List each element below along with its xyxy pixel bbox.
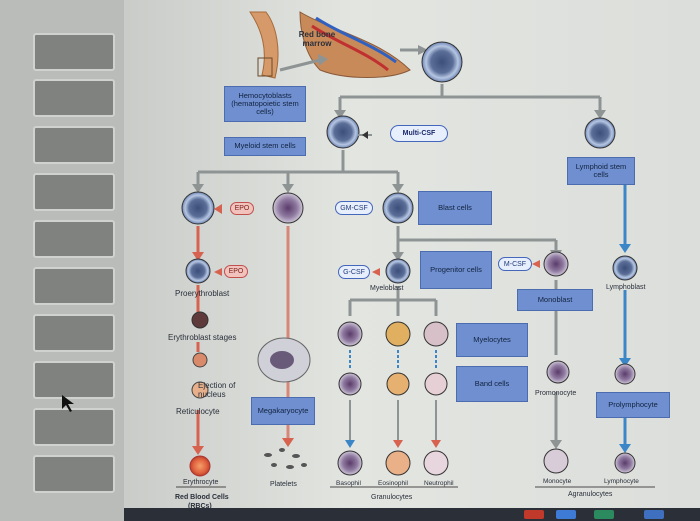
myeloblast-label: Myeloblast (370, 285, 404, 292)
monocyte-label: Monocyte (543, 478, 572, 485)
ejection-cell (191, 381, 209, 399)
epo-pill-1: EPO (230, 202, 254, 215)
eosinophil-band-cell (386, 372, 410, 396)
band-cells-box: Band cells (456, 366, 528, 402)
eosinophil-label: Eosinophil (378, 480, 408, 487)
blast-cells-box: Blast cells (418, 191, 492, 225)
mouse-cursor-icon (62, 395, 74, 412)
proerythroblast-label: Proerythroblast (175, 289, 230, 298)
proerythroblast-cell (185, 258, 211, 284)
epo-pill-2: EPO (224, 265, 248, 278)
erythroid-stem-cell (181, 191, 215, 225)
answer-slot-8[interactable] (33, 361, 115, 399)
g-csf-pill: G-CSF (338, 265, 370, 279)
eosinophil-myelocyte-cell (385, 321, 411, 347)
eosinophil-cell (385, 450, 411, 476)
agranulocytes-label: Agranulocytes (568, 491, 613, 498)
lymphocyte-label: Lymphocyte (604, 478, 639, 485)
megakaryoblast-cell (272, 192, 304, 224)
myeloid-progenitor-cell (382, 192, 414, 224)
bone-to-marrow-arrow (279, 58, 321, 72)
myeloid-stem-cells-box: Myeloid stem cells (224, 137, 306, 156)
m-csf-pill: M-CSF (498, 257, 532, 271)
erythroblast-cell-2 (192, 352, 208, 368)
neutrophil-band-cell (424, 372, 448, 396)
taskbar (124, 508, 700, 521)
lymphoid-stem-cells-box: Lymphoid stem cells (567, 157, 635, 185)
answer-slot-10[interactable] (33, 455, 115, 493)
taskbar-app-icon-3[interactable] (594, 510, 614, 519)
reticulocyte-label: Reticulocyte (176, 407, 220, 416)
neutrophil-label: Neutrophil (424, 480, 454, 487)
platelets-label: Platelets (270, 481, 297, 488)
answer-slot-7[interactable] (33, 314, 115, 352)
taskbar-app-icon-1[interactable] (524, 510, 544, 519)
prolymphocyte-box: Prolymphocyte (596, 392, 670, 418)
basophil-cell (337, 450, 363, 476)
neutrophil-myelocyte-cell (423, 321, 449, 347)
taskbar-app-icon-4[interactable] (644, 510, 664, 519)
rbcs-label: (RBCs) (188, 503, 212, 510)
hemocytoblasts-box: Hemocytoblasts (hematopoietic stem cells… (224, 86, 306, 122)
monoblast-cell (543, 251, 569, 277)
erythroblast-cell-1 (191, 311, 209, 329)
promonocyte-cell (546, 360, 570, 384)
answer-slot-sidebar (0, 0, 124, 521)
lymphocyte-cell (614, 452, 636, 474)
answer-slot-9[interactable] (33, 408, 115, 446)
myelocytes-box: Myelocytes (456, 323, 528, 357)
taskbar-app-icon-2[interactable] (556, 510, 576, 519)
basophil-band-cell (338, 372, 362, 396)
bone-illustration (249, 11, 428, 79)
basophil-label: Basophil (336, 480, 361, 487)
ejection-of-nucleus-label: Ejection of nucleus (198, 381, 236, 399)
basophil-myelocyte-cell (337, 321, 363, 347)
megakaryocyte-box: Megakaryocyte (251, 397, 315, 425)
myeloblast-cell (385, 258, 411, 284)
diagram-page (124, 0, 700, 521)
monocyte-cell (543, 448, 569, 474)
monoblast-box: Monoblast (517, 289, 593, 311)
neutrophil-cell (423, 450, 449, 476)
answer-slot-1[interactable] (33, 33, 115, 71)
lymphoblast-cell (612, 255, 638, 281)
bone-marrow-label: Red bone marrow (298, 30, 336, 49)
answer-slot-3[interactable] (33, 126, 115, 164)
myeloid-stem-cell (326, 115, 360, 149)
promonocyte-label: Promonocyte (535, 390, 577, 397)
hemocytoblast-cell (421, 41, 463, 83)
lymphoblast-label: Lymphoblast (606, 284, 646, 291)
gm-csf-pill: GM-CSF (335, 201, 373, 215)
granulocytes-label: Granulocytes (371, 494, 413, 501)
answer-slot-4[interactable] (33, 173, 115, 211)
answer-slot-2[interactable] (33, 79, 115, 117)
erythrocyte-label: Erythrocyte (183, 479, 219, 486)
answer-slot-6[interactable] (33, 267, 115, 305)
prolymphocyte-cell (614, 363, 636, 385)
red-blood-cells-label: Red Blood Cells (175, 494, 229, 501)
progenitor-cells-box: Progenitor cells (420, 251, 492, 289)
erythrocyte-cell (189, 455, 211, 477)
lymphoid-stem-cell (584, 117, 616, 149)
platelets-cluster (264, 448, 307, 469)
answer-slot-5[interactable] (33, 220, 115, 258)
multi-csf-pill: Multi-CSF (390, 125, 448, 142)
erythroblast-stages-label: Erythroblast stages (168, 333, 237, 342)
